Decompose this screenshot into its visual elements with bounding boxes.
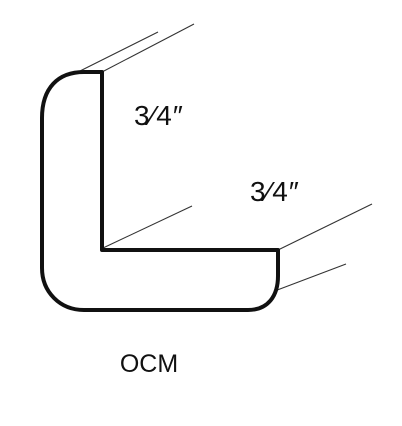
vertical-leg-dimension-label: 3⁄4″ [134,100,184,131]
extrusion-lines-vertical-leg [77,23,195,73]
horizontal-leg-dimension-label: 3⁄4″ [250,176,300,207]
extrusion-lines-horizontal-leg [271,203,373,293]
ocm-molding-profile [40,70,280,312]
extrusion-lines-inner-corner [102,205,193,249]
profile-name-label: OCM [119,350,179,378]
